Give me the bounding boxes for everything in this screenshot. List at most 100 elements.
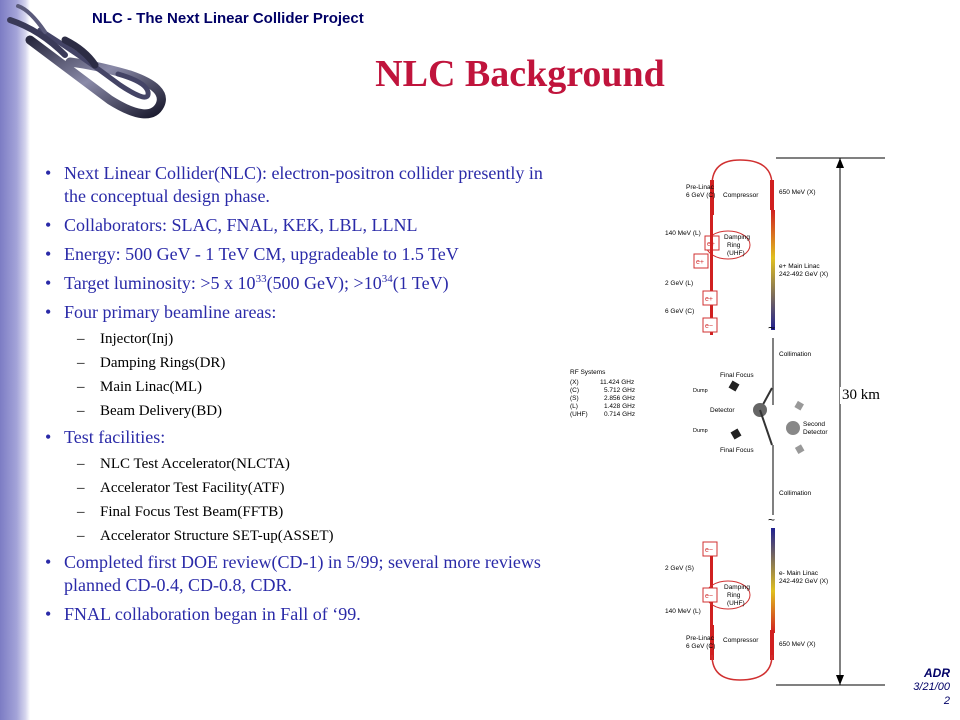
luminosity-middle: (500 GeV); >10 bbox=[266, 273, 382, 293]
sub-bullet-text: Accelerator Structure SET-up(ASSET) bbox=[100, 528, 334, 544]
sub-bullet-text: Damping Rings(DR) bbox=[100, 355, 226, 371]
side-gradient-band bbox=[0, 0, 30, 720]
rf-band-c: (C) bbox=[570, 387, 579, 394]
rf-freq-l: 1.428 GHz bbox=[604, 403, 635, 410]
luminosity-prefix: Target luminosity: >5 x 10 bbox=[64, 273, 256, 293]
rf-band-uhf: (UHF) bbox=[570, 411, 588, 418]
dash-icon: – bbox=[77, 528, 85, 544]
collimation-label-bottom: Collimation bbox=[779, 490, 812, 497]
energy-2gev-s-label: 2 GeV (S) bbox=[665, 565, 694, 572]
break-tilde-icon: ~ bbox=[768, 513, 775, 527]
sub-bullet-text: Accelerator Test Facility(ATF) bbox=[100, 480, 285, 496]
bullet-text: Four primary beamline areas: bbox=[64, 302, 277, 322]
rf-systems-legend: RF Systems (X) 11.424 GHz (C) 5.712 GHz … bbox=[570, 369, 635, 418]
sub-bullet-item: –Injector(Inj) bbox=[42, 330, 562, 348]
energy-2gev-label: 2 GeV (L) bbox=[665, 280, 693, 287]
damping-ring-label-2: Ring bbox=[727, 242, 741, 249]
energy-6gev-label: 6 GeV (C) bbox=[665, 308, 694, 315]
bottom-damping-ring-label-1: Damping bbox=[724, 584, 750, 591]
sub-bullet-item: –Final Focus Test Beam(FFTB) bbox=[42, 503, 562, 521]
bullet-item: •Collaborators: SLAC, FNAL, KEK, LBL, LL… bbox=[42, 214, 562, 237]
bullet-text: Next Linear Collider(NLC): electron-posi… bbox=[64, 163, 543, 206]
rf-band-x: (X) bbox=[570, 379, 579, 386]
second-detector-label-1: Second bbox=[803, 421, 825, 428]
bullet-dot-icon: • bbox=[45, 552, 52, 572]
break-tilde-icon: ~ bbox=[768, 321, 775, 335]
bullet-item: • Target luminosity: >5 x 1033(500 GeV); … bbox=[42, 272, 562, 295]
bullet-dot-icon: • bbox=[45, 244, 52, 264]
electron-main-linac: Collimation ~ e- Main Linac 242-492 GeV … bbox=[768, 445, 828, 633]
damping-ring-label-1: Damping bbox=[724, 234, 750, 241]
slide-footer: ADR 3/21/00 2 bbox=[913, 666, 950, 708]
bottom-damping-ring-label-2: Ring bbox=[727, 592, 741, 599]
sub-bullet-text: Injector(Inj) bbox=[100, 331, 174, 347]
rf-freq-s: 2.856 GHz bbox=[604, 395, 635, 402]
e-minus-box-label-2: e− bbox=[705, 547, 713, 554]
pre-linac-label: Pre-Linac bbox=[686, 184, 715, 191]
project-title: NLC - The Next Linear Collider Project bbox=[92, 10, 364, 27]
detector-label: Detector bbox=[710, 407, 735, 414]
e-minus-box-label-3: e− bbox=[705, 593, 713, 600]
bullet-list: • Next Linear Collider(NLC): electron-pos… bbox=[42, 162, 562, 632]
e-minus-main-linac-label: e- Main Linac bbox=[779, 570, 819, 577]
rf-freq-x: 11.424 GHz bbox=[600, 379, 634, 386]
luminosity-suffix: (1 TeV) bbox=[392, 273, 449, 293]
dash-icon: – bbox=[77, 379, 85, 395]
bullet-item: • Next Linear Collider(NLC): electron-pos… bbox=[42, 162, 562, 208]
positron-main-linac: e+ Main Linac 242-492 GeV (X) ~ Collimat… bbox=[768, 210, 828, 405]
bottom-pre-linac-label: Pre-Linac bbox=[686, 635, 715, 642]
sub-bullet-text: Beam Delivery(BD) bbox=[100, 403, 223, 419]
e-plus-box-label-3: e+ bbox=[705, 296, 713, 303]
dash-icon: – bbox=[77, 456, 85, 472]
bullet-item: • Four primary beamline areas: bbox=[42, 301, 562, 324]
dump-bottom-label: Dump bbox=[693, 428, 708, 434]
bottom-compressor-ring: Pre-Linac 6 GeV (C) Compressor 650 MeV (… bbox=[686, 625, 816, 681]
nlc-layout-diagram: Pre-Linac 6 GeV (C) Compressor 650 MeV (… bbox=[570, 157, 885, 686]
slide-date: 3/21/00 bbox=[913, 681, 950, 693]
collimation-label-top: Collimation bbox=[779, 351, 812, 358]
e-minus-main-linac-energy-label: 242-492 GeV (X) bbox=[779, 578, 828, 585]
pre-linac-energy-label: 6 GeV (C) bbox=[686, 192, 715, 199]
bullet-text: FNAL collaboration began in Fall of ‘99. bbox=[64, 604, 361, 624]
page-number: 2 bbox=[943, 695, 950, 707]
dash-icon: – bbox=[77, 331, 85, 347]
sub-bullet-text: Final Focus Test Beam(FFTB) bbox=[100, 504, 284, 520]
bullet-text: Completed first DOE review(CD-1) in 5/99… bbox=[64, 552, 541, 595]
energy-650-label: 650 MeV (X) bbox=[779, 189, 816, 196]
e-plus-box-label-2: e+ bbox=[696, 259, 704, 266]
bullet-text: Test facilities: bbox=[64, 427, 166, 447]
luminosity-text: Target luminosity: >5 x 1033(500 GeV); >… bbox=[64, 273, 449, 293]
bullet-item: •Test facilities: bbox=[42, 426, 562, 449]
slide-title: NLC Background bbox=[375, 53, 665, 95]
sub-bullet-text: NLC Test Accelerator(NLCTA) bbox=[100, 456, 290, 472]
rf-band-l: (L) bbox=[570, 403, 578, 410]
dash-icon: – bbox=[77, 403, 85, 419]
main-linac-label: e+ Main Linac bbox=[779, 263, 820, 270]
bottom-damping-ring-label-3: (UHF) bbox=[727, 600, 745, 607]
interaction-region: Final Focus Dump Detector Second Detecto… bbox=[693, 372, 828, 454]
bullet-dot-icon: • bbox=[45, 302, 52, 322]
bullet-item: • Completed first DOE review(CD-1) in 5/9… bbox=[42, 551, 562, 597]
bottom-energy-650-label: 650 MeV (X) bbox=[779, 641, 816, 648]
dash-icon: – bbox=[77, 480, 85, 496]
rf-freq-c: 5.712 GHz bbox=[604, 387, 635, 394]
bullet-dot-icon: • bbox=[45, 163, 52, 183]
compressor-label: Compressor bbox=[723, 192, 759, 199]
final-focus-top-label: Final Focus bbox=[720, 372, 754, 379]
rf-systems-title: RF Systems bbox=[570, 369, 606, 376]
bottom-pre-linac-energy-label: 6 GeV (C) bbox=[686, 643, 715, 650]
nlc-logo bbox=[7, 4, 166, 119]
bullet-dot-icon: • bbox=[45, 604, 52, 624]
positron-injector: 140 MeV (L) e+ Damping Ring (UHF) e+ 2 G… bbox=[665, 215, 751, 335]
sub-bullet-item: –Damping Rings(DR) bbox=[42, 354, 562, 372]
dash-icon: – bbox=[77, 504, 85, 520]
bullet-dot-icon: • bbox=[45, 273, 52, 293]
luminosity-exponent-2: 34 bbox=[381, 273, 393, 285]
main-linac-energy-label: 242-492 GeV (X) bbox=[779, 271, 828, 278]
bullet-text: Collaborators: SLAC, FNAL, KEK, LBL, LLN… bbox=[64, 215, 418, 235]
bottom-energy-140-label: 140 MeV (L) bbox=[665, 608, 701, 615]
rf-band-s: (S) bbox=[570, 395, 579, 402]
dash-icon: – bbox=[77, 355, 85, 371]
sub-bullet-item: –Main Linac(ML) bbox=[42, 378, 562, 396]
final-focus-bottom-label: Final Focus bbox=[720, 447, 754, 454]
